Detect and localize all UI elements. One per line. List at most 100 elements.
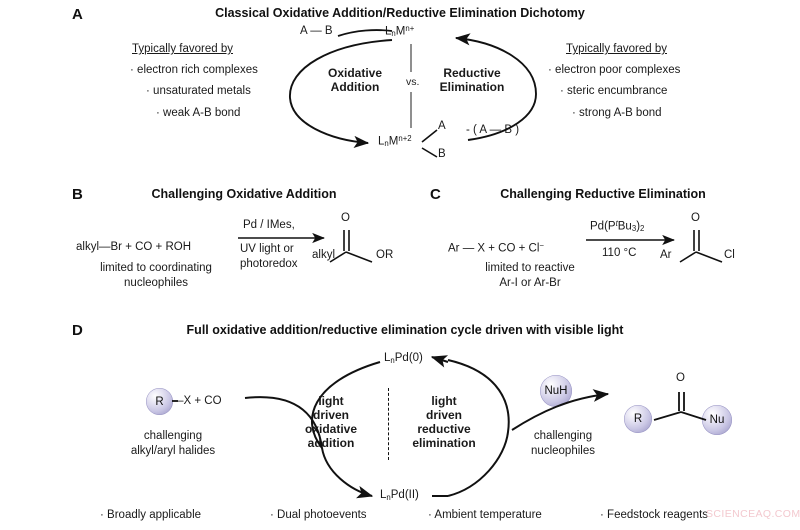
sphere-label: NuH bbox=[544, 385, 568, 397]
panel-a-left-bullet-1: · unsaturated metals bbox=[146, 85, 251, 97]
bullet-text: Dual photoevents bbox=[277, 509, 367, 521]
panel-b-note-line-2: nucleophiles bbox=[124, 277, 188, 289]
bullet-dot: · bbox=[560, 85, 564, 97]
substrate-text: Ar — X + CO + Cl bbox=[448, 242, 540, 255]
label-line-1: Reductive bbox=[443, 66, 501, 80]
panel-b-letter: B bbox=[72, 186, 83, 203]
ab-entry-line bbox=[337, 29, 393, 37]
species-m: M bbox=[388, 135, 399, 148]
bullet-dot: · bbox=[130, 64, 134, 76]
species-pd0: Pd(0) bbox=[394, 352, 423, 364]
panel-a-eliminated-ab: - ( A — B ) bbox=[466, 124, 520, 136]
panel-d-nucleophile-note-2: nucleophiles bbox=[531, 445, 595, 457]
panel-d-product-oxygen: O bbox=[676, 372, 685, 384]
panel-d-right-arc bbox=[447, 359, 510, 497]
bond-to-a bbox=[421, 129, 438, 143]
cond-bu: Bu bbox=[617, 220, 632, 233]
panel-d-bullet-2: · Ambient temperature bbox=[428, 509, 542, 521]
panel-d-top-species: LnPd(0) bbox=[384, 352, 423, 365]
panel-b-conditions-bottom-1: UV light or bbox=[240, 243, 294, 255]
bullet-dot: · bbox=[146, 85, 150, 97]
product-nu-sphere: Nu bbox=[702, 405, 732, 435]
substrate-r-sphere: R bbox=[146, 388, 173, 415]
panel-a-oxidative-addition-label: Oxidative Addition bbox=[310, 66, 400, 94]
bullet-text: strong A-B bond bbox=[579, 107, 662, 119]
bullet-text: electron rich complexes bbox=[137, 64, 258, 76]
label-line-4: elimination bbox=[412, 436, 476, 451]
panel-c-product-right: Cl bbox=[724, 249, 735, 261]
label-line-1: light bbox=[318, 394, 344, 408]
panel-d-bullet-3: · Feedstock reagents bbox=[600, 509, 708, 521]
watermark: SCIENCEAQ.COM bbox=[706, 508, 800, 520]
panel-d-substrate-note-1: challenging bbox=[143, 430, 203, 442]
bullet-dot: · bbox=[270, 509, 274, 521]
bond-to-nu bbox=[680, 411, 707, 421]
panel-a-bottom-species: LnMn+2 bbox=[378, 134, 412, 148]
cond-pre: Pd(P bbox=[590, 220, 616, 233]
panel-c-note-line-2: Ar-I or Ar-Br bbox=[499, 277, 561, 289]
bullet-dot: · bbox=[100, 509, 104, 521]
species-pdii: Pd(II) bbox=[390, 489, 419, 501]
species-l: L bbox=[378, 135, 385, 148]
bond-to-cl bbox=[695, 251, 723, 263]
bond-to-or bbox=[345, 251, 373, 263]
cond-tbu-italic: t bbox=[615, 219, 618, 228]
panel-a-substituent-a: A bbox=[438, 120, 446, 132]
species-l: L bbox=[380, 489, 387, 501]
panel-c-conditions-top: Pd(PtBu3)2 bbox=[590, 219, 644, 233]
label-line-2: driven bbox=[312, 408, 349, 423]
species-n: n bbox=[390, 355, 395, 365]
panel-a-letter: A bbox=[72, 6, 83, 23]
panel-c-product-left: Ar bbox=[660, 249, 672, 261]
reductive-elimination-arrow bbox=[454, 33, 537, 141]
sphere-label: Nu bbox=[709, 414, 725, 426]
bullet-text: Feedstock reagents bbox=[607, 509, 709, 521]
panel-c-product-oxygen: O bbox=[691, 212, 700, 224]
bullet-dot: · bbox=[600, 509, 604, 521]
panel-d-reductive-elimination-arrowhead bbox=[430, 355, 449, 368]
cond-paren: ) bbox=[636, 220, 641, 233]
panel-d-substrate-note-2: alkyl/aryl halides bbox=[130, 445, 216, 457]
panel-a-vs-label: vs. bbox=[406, 76, 420, 88]
panel-d-right-label: light driven reductive elimination bbox=[398, 394, 490, 451]
panel-b-title: Challenging Oxidative Addition bbox=[151, 187, 337, 201]
panel-b-conditions-bottom-2: photoredox bbox=[240, 258, 298, 270]
panel-a-right-bullet-2: · strong A-B bond bbox=[572, 107, 662, 119]
bond-to-b bbox=[421, 147, 438, 158]
oxidative-addition-arrow bbox=[289, 39, 393, 148]
product-r-sphere: R bbox=[624, 405, 652, 433]
label-line-2: Elimination bbox=[439, 80, 505, 95]
panel-a-left-bullet-2: · weak A-B bond bbox=[156, 107, 240, 119]
species-n: n bbox=[391, 29, 396, 39]
panel-a-reactant-ab: A — B bbox=[300, 25, 333, 37]
panel-b-substrate: alkyl—Br + CO + ROH bbox=[76, 241, 192, 253]
species-l: L bbox=[384, 352, 391, 364]
panel-c-substrate: Ar — X + CO + Cl− bbox=[448, 241, 544, 254]
panel-d-left-upper-arc bbox=[310, 361, 381, 449]
panel-d-substrate-rest: —X + CO bbox=[172, 395, 222, 407]
species-charge: n+ bbox=[405, 24, 415, 33]
panel-c-conditions-bottom: 110 °C bbox=[602, 247, 637, 259]
panel-b-product-left: alkyl bbox=[312, 249, 336, 261]
sphere-label: R bbox=[633, 413, 643, 425]
panel-a-right-heading: Typically favored by bbox=[566, 43, 667, 55]
bond-to-ar bbox=[679, 251, 697, 263]
label-line-2: driven bbox=[425, 408, 462, 423]
bullet-text: unsaturated metals bbox=[153, 85, 251, 97]
nuh-sphere: NuH bbox=[540, 375, 572, 407]
panel-d-bottom-species: LnPd(II) bbox=[380, 489, 419, 502]
panel-a-left-bullet-0: · electron rich complexes bbox=[130, 64, 258, 76]
species-charge: n+2 bbox=[398, 134, 412, 143]
bond-to-alkyl bbox=[329, 251, 347, 263]
panel-c-letter: C bbox=[430, 186, 441, 203]
sphere-label: R bbox=[155, 395, 164, 408]
panel-c-title: Challenging Reductive Elimination bbox=[500, 187, 706, 201]
panel-d-oxidative-addition-arrow bbox=[244, 396, 374, 499]
panel-a-title: Classical Oxidative Addition/Reductive E… bbox=[215, 6, 585, 20]
panel-d-bullet-0: · Broadly applicable bbox=[100, 509, 201, 521]
panel-d-title: Full oxidative addition/reductive elimin… bbox=[186, 323, 624, 337]
